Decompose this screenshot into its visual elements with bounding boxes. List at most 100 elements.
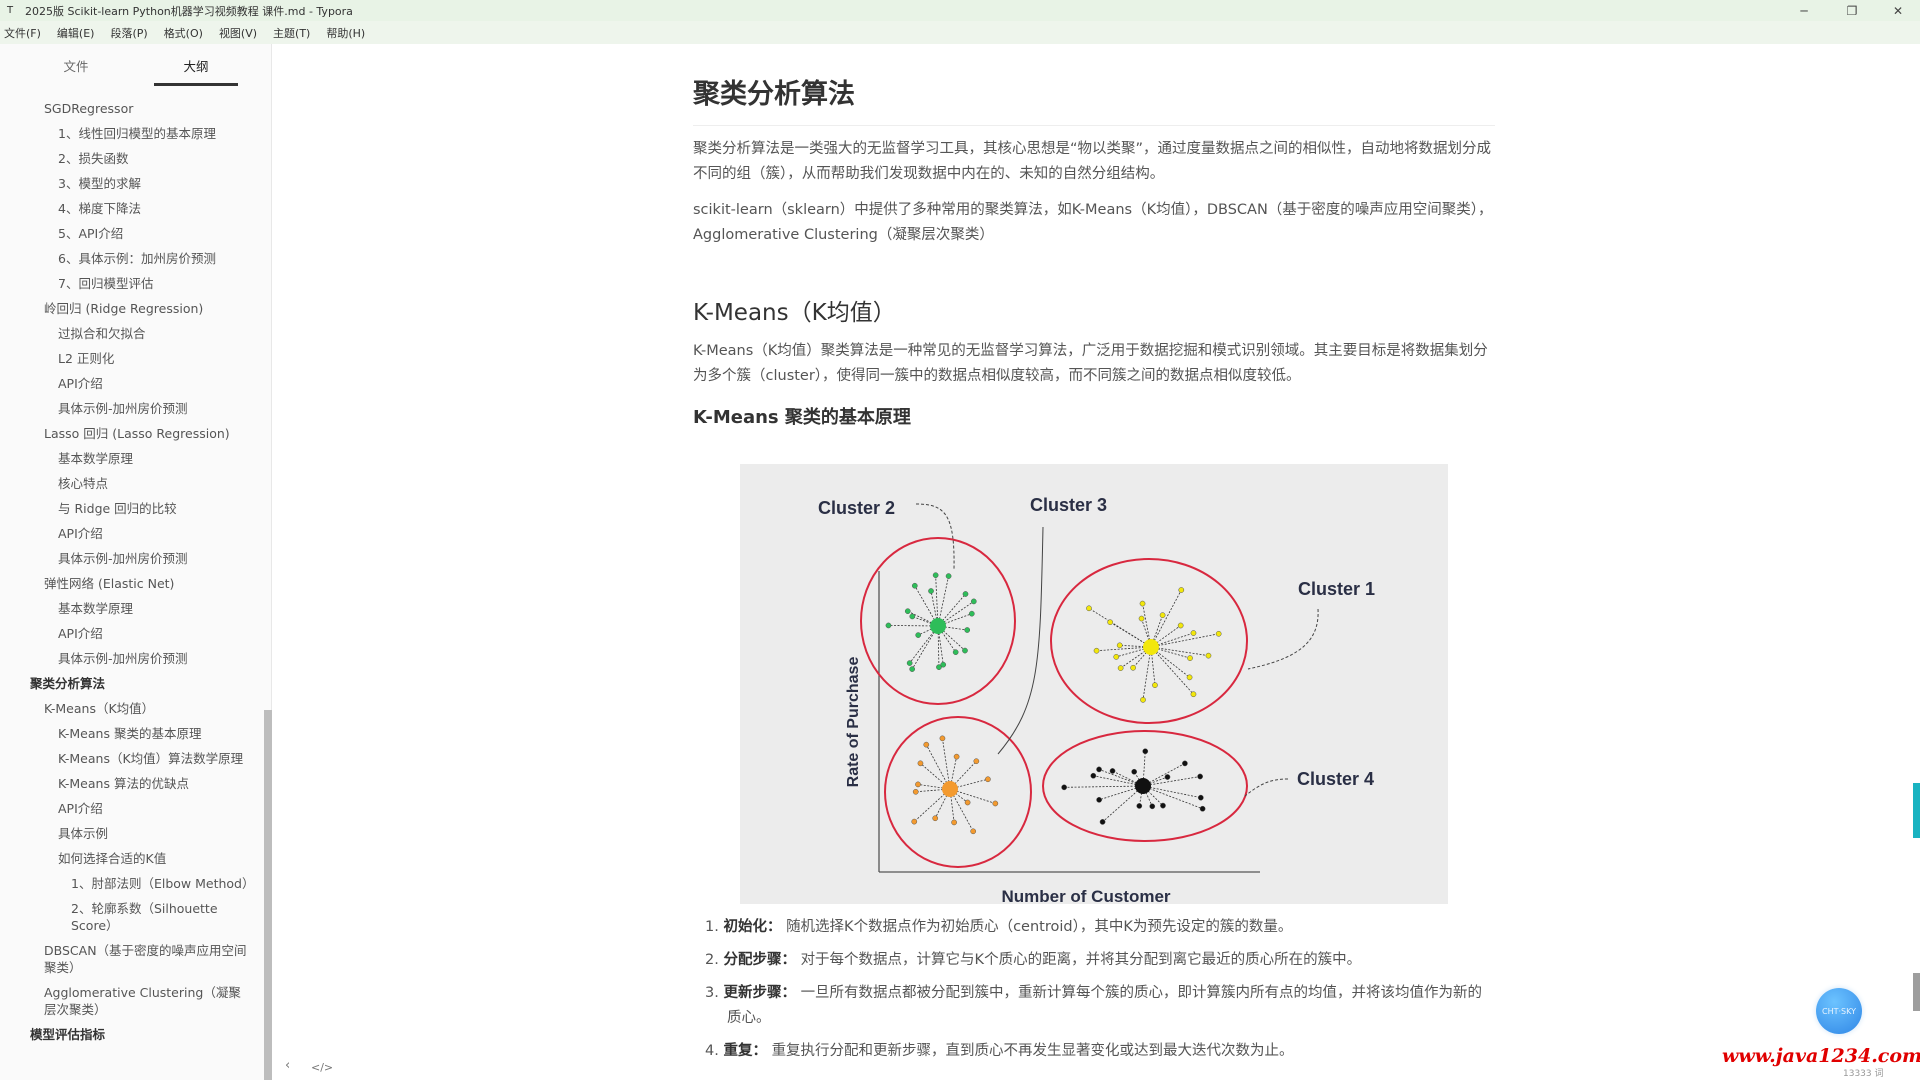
c4-point	[1182, 760, 1188, 767]
outline-item[interactable]: 与 Ridge 回归的比较	[58, 501, 177, 516]
c1-link	[1150, 646, 1190, 678]
outline-item[interactable]: API介绍	[58, 626, 103, 641]
outline-item[interactable]: K-Means（K均值）	[44, 701, 155, 716]
c4-link	[1142, 776, 1201, 787]
document-content: 聚类分析算法 聚类分析算法是一类强大的无监督学习工具，其核心思想是“物以类聚”，…	[693, 60, 1495, 431]
tab-outline[interactable]: 大纲	[183, 59, 209, 74]
c4-link	[1142, 751, 1146, 787]
outline-item[interactable]: 聚类分析算法	[30, 676, 106, 691]
outline-item[interactable]: 3、模型的求解	[58, 176, 141, 191]
source-code-icon[interactable]: </>	[311, 1061, 334, 1074]
c1-point	[1152, 682, 1158, 688]
outline-item[interactable]: 具体示例-加州房价预测	[58, 651, 188, 666]
sidebar-scrollbar[interactable]	[264, 710, 272, 1080]
menu-view[interactable]: 视图(V)	[218, 26, 258, 40]
menu-file[interactable]: 文件(F)	[4, 26, 41, 40]
c4-point	[1096, 766, 1102, 773]
title-bar: T 2025版 Scikit-learn Python机器学习视频教程 课件.m…	[0, 0, 1920, 21]
cluster-4-ring	[1042, 730, 1248, 842]
cluster-1-arrow	[1247, 608, 1319, 670]
step-number: 4.	[705, 1043, 719, 1059]
outline-item[interactable]: 模型评估指标	[30, 1027, 106, 1042]
step-text: 随机选择K个数据点作为初始质心（centroid），其中K为预先设定的簇的数量。	[786, 919, 1293, 935]
menu-theme[interactable]: 主题(T)	[273, 26, 311, 40]
outline-item[interactable]: 具体示例-加州房价预测	[58, 551, 188, 566]
c3-point	[970, 828, 977, 835]
outline-item[interactable]: 岭回归 (Ridge Regression)	[44, 301, 204, 316]
c2-link	[937, 576, 949, 627]
c4-point	[1096, 796, 1102, 803]
c1-point	[1113, 654, 1120, 660]
content-scrollbar[interactable]	[1913, 973, 1920, 1011]
c2-point	[911, 582, 918, 589]
outline-item[interactable]: 核心特点	[58, 476, 109, 491]
menu-paragraph[interactable]: 段落(P)	[110, 26, 148, 40]
outline-item[interactable]: API介绍	[58, 801, 103, 816]
sidebar: 文件 大纲 SGDRegressor 1、线性回归模型的基本原理 2、损失函数 3、模…	[0, 44, 272, 1080]
outline-item[interactable]: 1、肘部法则（Elbow Method）	[71, 876, 255, 891]
back-icon[interactable]: ‹	[285, 1058, 291, 1073]
cluster-2-arrow	[915, 503, 955, 570]
outline-item[interactable]: L2 正则化	[58, 351, 115, 366]
close-button[interactable]: ✕	[1892, 3, 1904, 18]
outline-item[interactable]: 1、线性回归模型的基本原理	[58, 126, 216, 141]
outline-item[interactable]: 4、梯度下降法	[58, 201, 141, 216]
c4-point	[1109, 768, 1116, 774]
outline-item[interactable]: API介绍	[58, 376, 103, 391]
c4-link	[1093, 775, 1144, 787]
outline-item[interactable]: K-Means 聚类的基本原理	[58, 726, 202, 741]
outline-item[interactable]: 弹性网络 (Elastic Net)	[44, 576, 175, 591]
c1-point	[1190, 630, 1197, 636]
c2-point	[940, 661, 947, 668]
cluster-2-ring	[860, 537, 1016, 705]
c1-centroid	[1143, 639, 1159, 655]
c3-point	[939, 735, 946, 742]
floating-assistant-button[interactable]: CHT·SKY	[1816, 988, 1862, 1034]
c3-point	[932, 815, 939, 822]
cluster-diagram: Cluster 2 Cluster 3 Cluster 1 Cluster 4 …	[818, 495, 1375, 906]
c1-link	[1142, 646, 1152, 700]
outline-item[interactable]: 过拟合和欠拟合	[58, 326, 146, 341]
outline-item[interactable]: 2、轮廓系数（Silhouette Score）	[71, 901, 218, 933]
outline-item[interactable]: 如何选择合适的K值	[58, 851, 167, 866]
outline-item[interactable]: 具体示例-加州房价预测	[58, 401, 188, 416]
word-count[interactable]: 13333 词	[1843, 1069, 1884, 1079]
outline-item[interactable]: 6、具体示例：加州房价预测	[58, 251, 216, 266]
outline-item[interactable]: 7、回归模型评估	[58, 276, 154, 291]
kmeans-cluster-figure: Cluster 2 Cluster 3 Cluster 1 Cluster 4 …	[740, 464, 1448, 906]
outline-item[interactable]: 基本数学原理	[58, 601, 134, 616]
cluster-3-ring	[884, 716, 1032, 868]
watermark: www.java1234.com	[1722, 1045, 1920, 1067]
c1-point	[1186, 674, 1193, 681]
outline-item[interactable]: SGDRegressor	[44, 101, 134, 116]
c1-point	[1178, 587, 1185, 593]
step-title: 重复：	[723, 1043, 767, 1059]
c1-point	[1086, 605, 1092, 612]
outline-item[interactable]: Lasso 回归 (Lasso Regression)	[44, 426, 230, 441]
outline-item[interactable]: 具体示例	[58, 826, 109, 841]
outline-item[interactable]: K-Means（K均值）算法数学原理	[58, 751, 244, 766]
c2-point	[932, 572, 939, 579]
outline-item[interactable]: DBSCAN（基于密度的噪声应用空间聚类）	[44, 943, 247, 975]
c1-link	[1150, 646, 1209, 657]
menu-help[interactable]: 帮助(H)	[326, 26, 366, 40]
menu-edit[interactable]: 编辑(E)	[56, 26, 95, 40]
minimize-button[interactable]: ─	[1800, 3, 1808, 18]
restore-button[interactable]: ❐	[1846, 3, 1858, 18]
outline-item[interactable]: 2、损失函数	[58, 151, 129, 166]
outline-item[interactable]: K-Means 算法的优缺点	[58, 776, 189, 791]
c4-point	[1131, 768, 1138, 775]
outline-item[interactable]: 基本数学原理	[58, 451, 134, 466]
cluster-2-label: Cluster 2	[818, 498, 895, 518]
c3-centroid	[942, 781, 958, 797]
side-panel-handle[interactable]	[1913, 783, 1920, 838]
c1-link	[1150, 646, 1156, 686]
outline-item[interactable]: 5、API介绍	[58, 226, 124, 241]
c3-link	[913, 788, 951, 822]
outline-item[interactable]: API介绍	[58, 526, 103, 541]
menu-format[interactable]: 格式(O)	[163, 26, 203, 40]
outline-item[interactable]: Agglomerative Clustering（凝聚层次聚类）	[44, 985, 241, 1017]
c1-point	[1116, 642, 1123, 649]
c1-link	[1096, 646, 1152, 652]
tab-files[interactable]: 文件	[63, 59, 89, 74]
